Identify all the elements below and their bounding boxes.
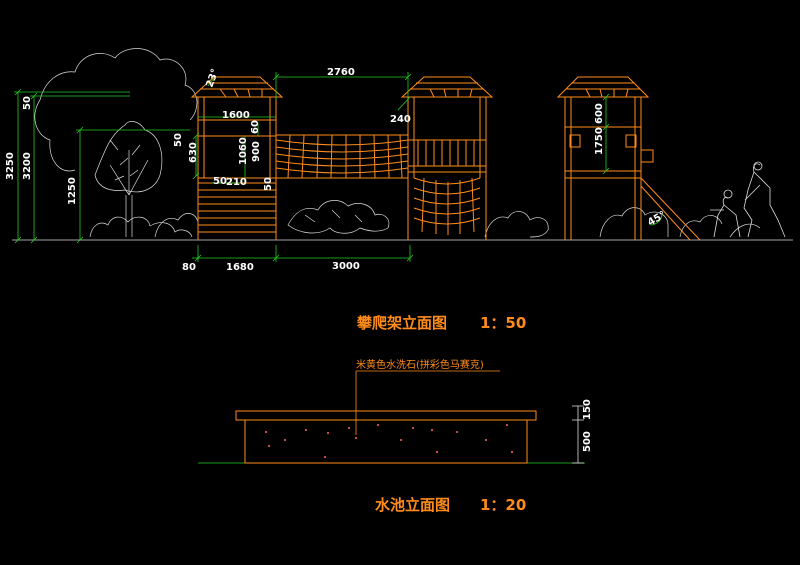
drawing2-title: 水池立面图 [375,496,450,514]
dim-50-right: 50 [263,177,274,191]
middle-tower-railing [417,140,475,166]
dim-1250: 1250 [67,177,78,205]
middle-tower-net [413,177,481,235]
slide [640,177,701,241]
dim-2760: 2760 [327,67,355,78]
pool-dim-150: 150 [582,399,593,420]
dim-60: 60 [250,120,261,134]
dimension-labels: 2760 23° 1600 60 240 50 630 1060 900 50 … [5,67,668,273]
dim-1600: 1600 [222,110,250,121]
dim-3250: 3250 [5,152,16,180]
people-silhouettes [710,161,786,238]
dim-210: 210 [226,177,247,188]
pool-material-note: 米黄色水洗石(拼彩色马赛克) [356,358,484,371]
dimension-lines [14,72,663,262]
drawing2-scale: 1：20 [480,496,526,514]
left-tower-roof [190,76,284,98]
dim-80: 80 [182,262,196,273]
dim-1060: 1060 [238,137,249,165]
drawing1-title: 攀爬架立面图 [356,314,447,332]
pool-dim-500: 500 [582,431,593,452]
middle-tower-roof [400,76,494,98]
dim-630: 630 [188,142,199,163]
dim-3000: 3000 [332,261,360,272]
drawing1-scale: 1：50 [480,314,526,332]
dim-900: 900 [251,141,262,162]
pool-elevation: 150 500 [198,370,593,464]
dim-1680: 1680 [226,262,254,273]
pool-wall [244,419,528,464]
dim-50-mid: 50 [213,176,227,187]
right-tower-roof [556,76,650,98]
climbing-frame [190,76,701,241]
dim-23-deg: 23° [204,67,221,89]
climbing-net [275,134,409,179]
dim-240: 240 [390,114,411,125]
left-tower-steps [198,189,276,233]
dim-1750: 1750 [594,127,605,155]
pool-pebbles [264,423,514,459]
background-tree [34,48,198,237]
pool-coping [235,410,537,421]
dim-600: 600 [594,103,605,124]
dim-50-top: 50 [173,133,184,147]
dim-3200: 3200 [22,152,33,180]
shrubs [89,200,761,238]
dim-50-left: 50 [22,96,33,110]
